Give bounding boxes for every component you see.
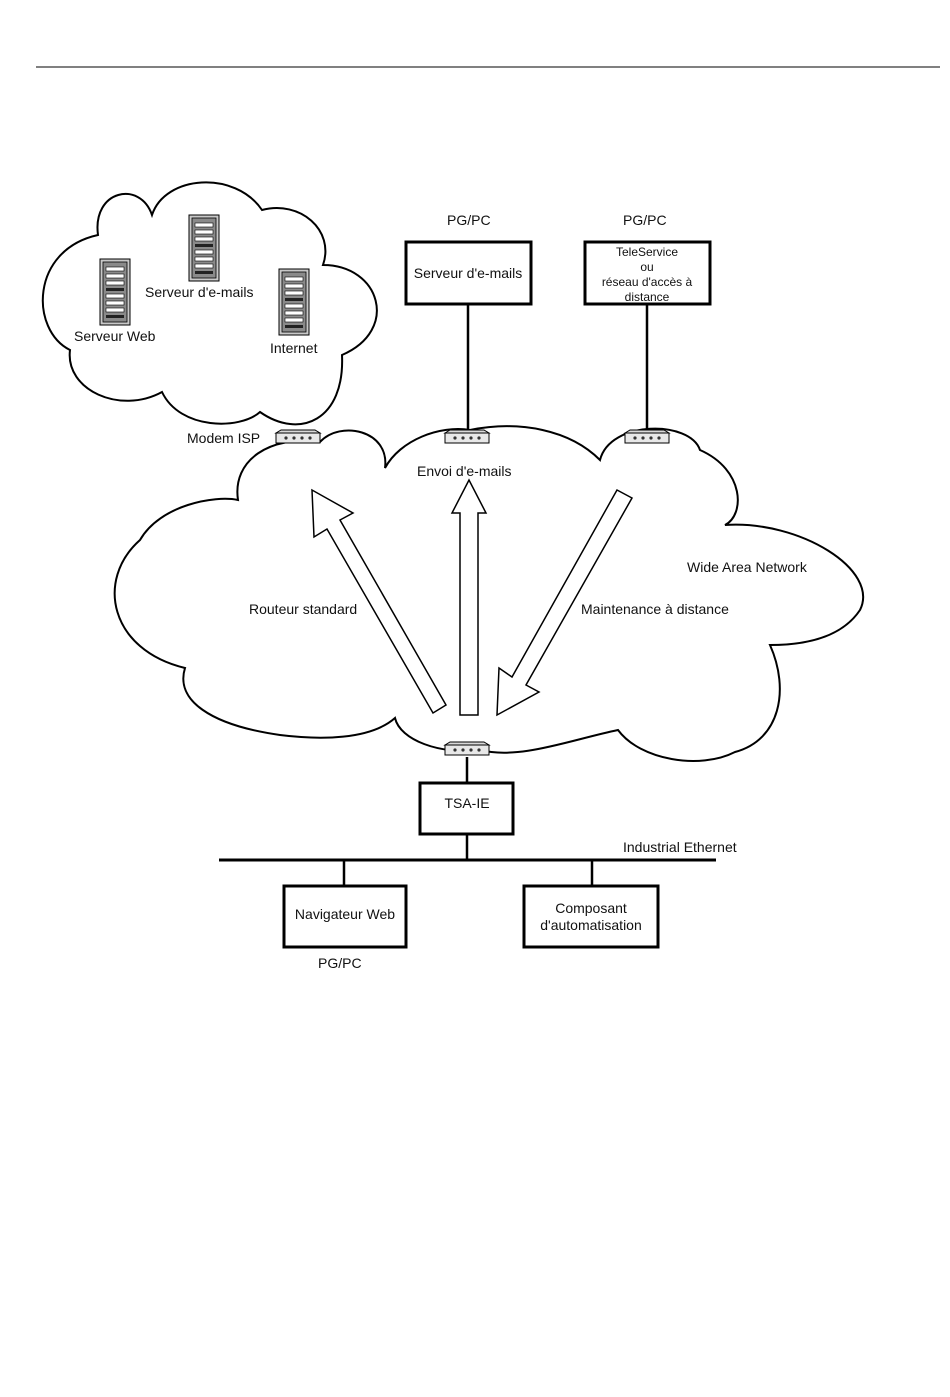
automation-line1: Composant	[555, 900, 627, 916]
modem-isp-label: Modem ISP	[187, 430, 260, 446]
teleservice-line3: réseau d'accès à	[602, 275, 693, 289]
teleservice-line1: TeleService	[616, 245, 678, 259]
router-icon	[276, 430, 320, 443]
internet-label: Internet	[270, 340, 318, 356]
arrow-left-label: Routeur standard	[249, 601, 357, 617]
router-icon	[445, 430, 489, 443]
server-tower-icon	[279, 269, 309, 335]
teleservice-line4: distance	[625, 290, 670, 304]
tsa-label: TSA-IE	[444, 795, 489, 811]
web-server-label: Serveur Web	[74, 328, 156, 344]
server-tower-icon	[100, 259, 130, 325]
pgpc-mail-caption: PG/PC	[447, 212, 491, 228]
cloud-mail-server-label: Serveur d'e-mails	[145, 284, 254, 300]
bus-label: Industrial Ethernet	[623, 839, 737, 855]
browser-label: Navigateur Web	[295, 906, 395, 922]
router-icon	[445, 742, 489, 755]
server-tower-icon	[189, 215, 219, 281]
browser-caption: PG/PC	[318, 955, 362, 971]
wan-title: Wide Area Network	[687, 559, 808, 575]
pgpc-teleservice-caption: PG/PC	[623, 212, 667, 228]
router-icon	[625, 430, 669, 443]
arrow-right-label: Maintenance à distance	[581, 601, 729, 617]
teleservice-line2: ou	[640, 260, 653, 274]
mail-server-box-label: Serveur d'e-mails	[414, 265, 523, 281]
arrow-middle-label: Envoi d'e-mails	[417, 463, 512, 479]
automation-line2: d'automatisation	[540, 917, 642, 933]
